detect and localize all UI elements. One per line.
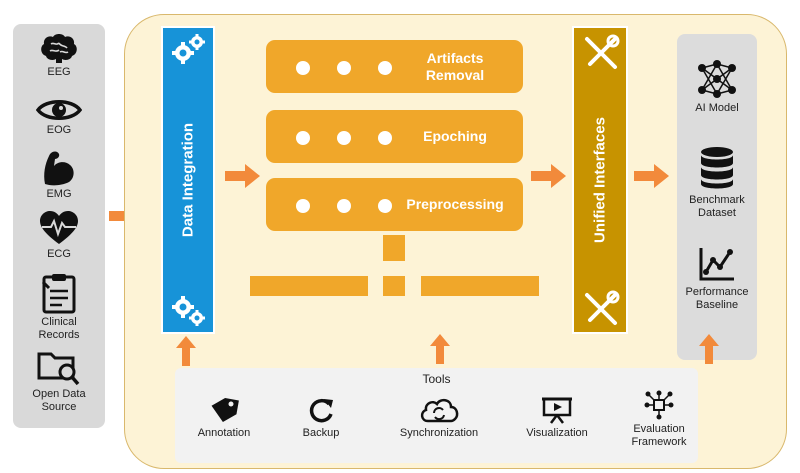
stage-dot: [337, 61, 351, 75]
outputs-panel: AI Model Benchmark Dataset Performance B…: [677, 34, 757, 360]
tools-icon: [585, 34, 620, 69]
stage-dot: [378, 199, 392, 213]
arrow-tools-to-integration: [176, 336, 196, 366]
presentation-icon: [542, 397, 572, 424]
arrow-tools-to-pipeline: [430, 334, 450, 364]
arrow-interfaces-to-outputs: [634, 164, 669, 188]
stage-dot: [378, 61, 392, 75]
stage-dot: [378, 131, 392, 145]
stage-epoching: Epoching: [266, 110, 523, 163]
folder-search-icon: [37, 352, 80, 386]
source-label: EOG: [46, 124, 72, 136]
arrow-pipeline-to-interfaces: [531, 164, 566, 188]
data-sources-panel: EEG EOG EMG ECG Clinical Records: [13, 24, 105, 428]
unified-interfaces-bar: Unified Interfaces: [572, 26, 628, 334]
neural-network-icon: [698, 60, 736, 98]
pipeline-connector: [250, 276, 368, 296]
tag-icon: [211, 398, 239, 422]
output-performance-baseline: Performance Baseline: [677, 246, 757, 312]
source-label: EEG: [47, 66, 71, 78]
tool-synchronization: Synchronization: [387, 396, 491, 440]
pipeline-connector: [421, 276, 539, 296]
pipeline-connector: [383, 276, 405, 296]
output-label: AI Model: [695, 102, 739, 114]
stage-dot: [337, 199, 351, 213]
pipeline-connector: [383, 235, 405, 261]
tools-icon: [585, 290, 620, 325]
source-label: Open Data Source: [32, 388, 86, 413]
source-open-data: Open Data Source: [13, 348, 105, 414]
tool-annotation: Annotation: [189, 396, 259, 440]
arrow-integration-to-pipeline: [225, 164, 260, 188]
data-integration-bar: Data Integration: [161, 26, 215, 334]
stage-label: Preprocessing: [406, 196, 504, 212]
tool-label: Synchronization: [399, 427, 479, 439]
tools-title: Tools: [422, 372, 451, 386]
source-clinical-records: Clinical Records: [13, 272, 105, 342]
data-integration-label: Data Integration: [179, 122, 197, 238]
source-label: Clinical Records: [38, 316, 80, 341]
source-label: ECG: [47, 248, 71, 260]
clipboard-icon: [41, 274, 76, 314]
stage-dot: [296, 199, 310, 213]
tool-label: Annotation: [197, 427, 251, 439]
output-label: Benchmark Dataset: [689, 194, 745, 219]
tool-label: Evaluation Framework: [631, 423, 687, 448]
heart-pulse-icon: [40, 211, 78, 244]
line-chart-icon: [699, 248, 734, 281]
output-ai-model: AI Model: [677, 60, 757, 115]
cloud-sync-icon: [420, 398, 459, 423]
tool-visualization: Visualization: [515, 396, 599, 440]
stage-dot: [337, 131, 351, 145]
output-label: Performance Baseline: [685, 286, 749, 311]
unified-interfaces-label: Unified Interfaces: [591, 117, 609, 243]
tool-evaluation-framework: Evaluation Framework: [627, 390, 691, 449]
stage-label: Epoching: [423, 128, 487, 144]
stage-dot: [296, 61, 310, 75]
source-eeg: EEG: [13, 32, 105, 79]
stage-label: Artifacts Removal: [425, 50, 485, 83]
refresh-icon: [309, 398, 333, 423]
tool-label: Visualization: [526, 427, 588, 439]
source-label: EMG: [46, 188, 72, 200]
output-benchmark-dataset: Benchmark Dataset: [677, 146, 757, 220]
tool-backup: Backup: [291, 396, 351, 440]
gears-icon: [172, 296, 205, 326]
arrow-tools-to-outputs: [699, 334, 719, 364]
tools-panel: Tools Annotation Backup Synchronization: [175, 368, 698, 463]
stage-artifacts-removal: Artifacts Removal: [266, 40, 523, 93]
muscle-icon: [44, 151, 74, 186]
brain-icon: [41, 34, 77, 63]
database-icon: [701, 147, 733, 189]
source-eog: EOG: [13, 98, 105, 137]
flowchart-icon: [644, 390, 674, 420]
stage-preprocessing: Preprocessing: [266, 178, 523, 231]
gears-icon: [172, 34, 205, 64]
source-ecg: ECG: [13, 210, 105, 261]
stage-dot: [296, 131, 310, 145]
source-emg: EMG: [13, 148, 105, 201]
tool-label: Backup: [302, 427, 340, 439]
eye-icon: [36, 100, 82, 120]
